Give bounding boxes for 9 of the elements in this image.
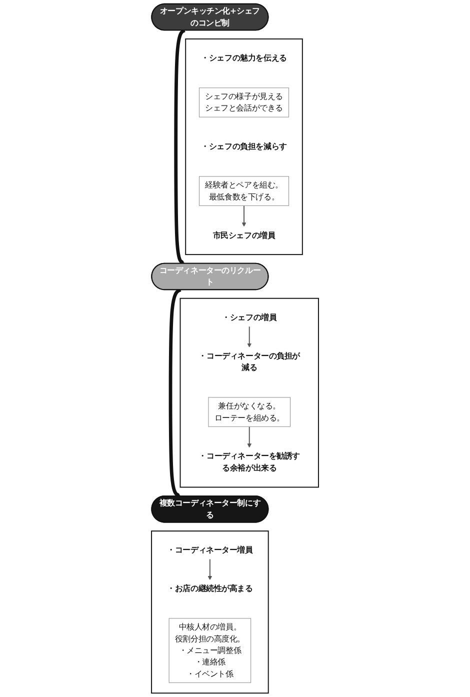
arrow bbox=[247, 326, 252, 348]
arrow bbox=[174, 28, 186, 264]
cluster bbox=[185, 38, 303, 256]
cluster bbox=[180, 298, 319, 488]
arrow bbox=[247, 426, 252, 448]
arrow bbox=[208, 558, 212, 580]
arrow bbox=[242, 205, 246, 227]
arrow bbox=[168, 288, 182, 497]
cluster bbox=[151, 530, 269, 694]
